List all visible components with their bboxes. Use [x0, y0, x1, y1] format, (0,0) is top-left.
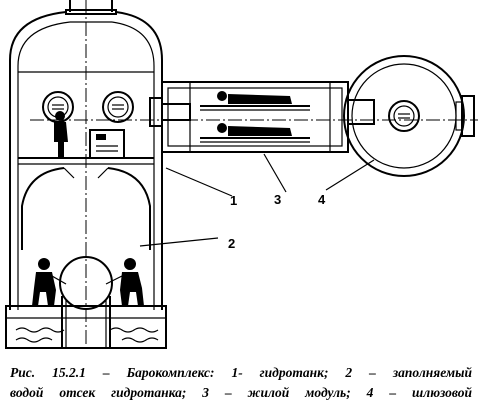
callout-3: 3 [274, 192, 281, 207]
callout-1: 1 [230, 193, 237, 208]
callout-4: 4 [318, 192, 326, 207]
callout-2: 2 [228, 236, 235, 251]
standing-person-figure [54, 111, 68, 158]
diver-figure-left [32, 258, 67, 306]
barocomplex-diagram: 1 2 3 4 [5, 0, 478, 350]
diver-figure-right [105, 258, 144, 306]
control-panel [89, 129, 125, 159]
connector-lock [347, 99, 375, 125]
axis-lines [30, 0, 478, 350]
callout-leaders [139, 153, 375, 247]
lying-person-upper [217, 91, 292, 104]
porthole-right [102, 91, 134, 123]
caption-line-2: водой отсек гидротанка; 3 – жилой модуль… [10, 385, 472, 400]
figure-caption: Рис. 15.2.1 – Барокомплекс: 1- гидротанк… [10, 363, 472, 403]
living-module [161, 81, 349, 153]
lying-person-lower [217, 123, 292, 136]
connector-tunnel [149, 97, 191, 127]
lock-chamber [343, 55, 475, 177]
caption-line-1: Рис. 15.2.1 – Барокомплекс: 1- гидротанк… [10, 365, 472, 380]
